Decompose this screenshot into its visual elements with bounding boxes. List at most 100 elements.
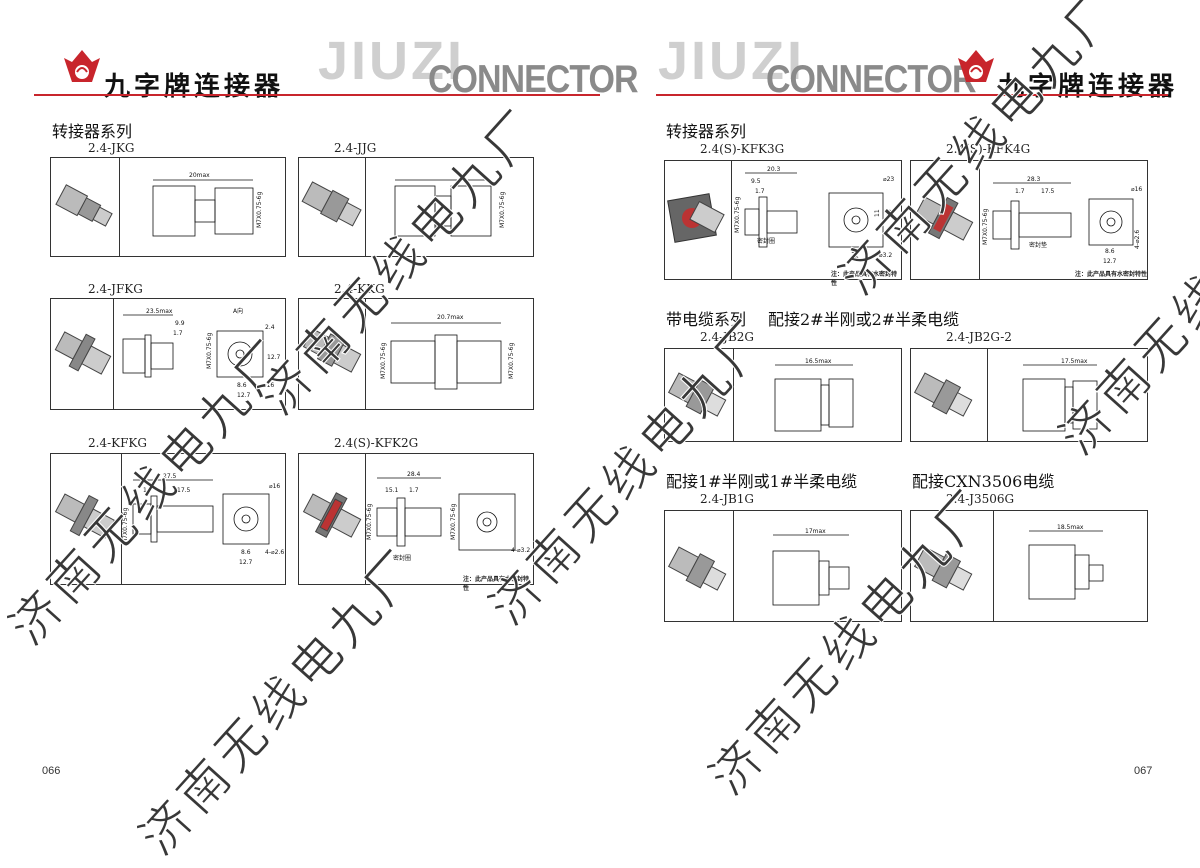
right-page: JIUZI CONNECTOR 九字牌连接器 转接器系列 2.4(S)-KFK3… [600, 0, 1200, 820]
dim-label: M7X0.75-6g [499, 192, 506, 228]
connector-photo: 28.3 1.7 17.5 ⌀16 M7X0.75-6g 8.6 12.7 4-… [914, 176, 1142, 265]
model-label: 2.4-JB2G-2 [946, 330, 1012, 344]
model-label: 2.4-JJG [334, 141, 377, 155]
brand-connector: CONNECTOR [428, 57, 638, 102]
brand-connector: CONNECTOR [766, 57, 976, 102]
dim-label: M7X0.75-6g [982, 209, 989, 245]
dim-label: 18 [886, 209, 893, 217]
connector-photo: M7X0.75-6g [301, 179, 506, 237]
product-panel: 28.4 15.1 1.7 M7X0.75-6g M7X0.75-6g 密封圈 … [298, 453, 534, 592]
dim-label: 4-⌀3.2 [873, 252, 892, 259]
product-panel: 17max [664, 510, 902, 622]
connector-photo: 20max M7X0.75-6g [55, 172, 263, 237]
dim-label: 20.3 [767, 166, 781, 173]
product-panel: 28.3 1.7 17.5 ⌀16 M7X0.75-6g 8.6 12.7 4-… [910, 160, 1148, 280]
dim-label: 28.4 [407, 471, 421, 478]
header-rule [656, 94, 1168, 96]
dim-label: M7X0.75-6g [450, 504, 457, 540]
dim-label: 20.7max [437, 314, 464, 321]
dim-label: 密封圈 [393, 554, 411, 562]
dim-label: 密封垫 [1029, 241, 1047, 249]
dim-label: 8.6 [237, 382, 247, 389]
dim-label: 17max [805, 528, 826, 535]
product-panel: M7X0.75-6g [298, 157, 534, 257]
product-panel: 20.7max M7X0.75-6g M7X0.75-6g [298, 298, 534, 410]
dim-label: 17.5max [1061, 358, 1088, 365]
model-label: 2.4(S)-KFK3G [700, 142, 785, 156]
header-rule [34, 94, 600, 96]
dim-label: M7X0.75-6g [734, 197, 741, 233]
brand-jiuzi: JIUZI [658, 31, 806, 91]
dim-label: 20max [189, 172, 210, 179]
model-label: 2.4-JB2G [700, 330, 754, 344]
connector-photo: 20.3 9.5 1.7 M7X0.75-6g ⌀23 11 18 11 18 … [667, 166, 894, 263]
product-panel: 17.5max [910, 348, 1148, 442]
model-label: 2.4-JKG [88, 141, 135, 155]
dim-label: M7X0.75-6g [380, 343, 387, 379]
product-panel: 18.5max [910, 510, 1148, 622]
dim-label: 17.5 [1041, 188, 1055, 195]
product-panel: 20.3 9.5 1.7 M7X0.75-6g ⌀23 11 18 11 18 … [664, 160, 902, 287]
dim-label: 8.6 [241, 549, 251, 556]
dim-label: 12.7 [1103, 258, 1117, 265]
dim-label: 18 [851, 256, 859, 263]
dim-label: 4-⌀2.6 [1134, 230, 1141, 249]
dim-label: 4-⌀3.2 [511, 547, 530, 554]
product-note: 注：此产品具有水密封特性 [463, 576, 530, 592]
brand-jiuzi: JIUZI [318, 31, 466, 91]
dim-label: 12.7 [239, 559, 253, 566]
dim-label: 1.7 [143, 487, 153, 494]
connector-photo: 28.4 15.1 1.7 M7X0.75-6g M7X0.75-6g 密封圈 … [302, 471, 530, 562]
dim-label: M7X0.75-6g [366, 504, 373, 540]
dim-label: 1.7 [1015, 188, 1025, 195]
section-cable: 带电缆系列 [666, 310, 747, 329]
model-label: 2.4-KFKG [88, 436, 147, 450]
page-number: 067 [1134, 765, 1153, 777]
connector-photo: 18.5max [913, 524, 1104, 600]
dim-label: 11 [851, 248, 859, 255]
dim-label: 2.4 [265, 324, 275, 331]
section-title: 转接器系列 [52, 122, 133, 141]
model-label: 2.4-J3506G [946, 492, 1015, 506]
jiuzi-logo-icon [64, 50, 100, 82]
brand-name: 九字牌连接器 [104, 72, 285, 102]
product-panel: 20max M7X0.75-6g [50, 157, 286, 257]
section-1: 配接1#半刚或1#半柔电缆 [666, 472, 858, 491]
product-note: 注：此产品具有水密封特性 [1075, 271, 1148, 278]
dim-label: M7X0.75-6g [206, 333, 213, 369]
dim-label: M7X0.75-6g [256, 192, 263, 228]
dim-label: 27.5 [163, 473, 177, 480]
dim-label: 16.5max [805, 358, 832, 365]
dim-label: ⌀16 [269, 483, 280, 490]
dim-label: 9.5 [751, 178, 761, 185]
section-cable-note: 配接2#半刚或2#半柔电缆 [768, 310, 960, 329]
product-panel: 23.5max 9.9 1.7 M7X0.75-6g 8.6 12.7 2.4 … [50, 298, 286, 410]
connector-photo: 23.5max 9.9 1.7 M7X0.75-6g 8.6 12.7 2.4 … [54, 307, 281, 399]
dim-label: 11 [874, 209, 881, 217]
model-label: 2.4-KKG [334, 282, 385, 296]
dim-label: 1.7 [755, 188, 765, 195]
connector-photo: 17max [667, 528, 850, 606]
page-number: 066 [42, 765, 61, 777]
dim-label: 15.1 [385, 487, 399, 494]
dim-label: M7X0.75-6g [508, 343, 515, 379]
dim-label: ⌀16 [263, 382, 274, 389]
dim-label: A向 [233, 307, 243, 315]
model-label: 2.4(S)-KFK4G [946, 142, 1031, 156]
dim-label: 1.7 [173, 330, 183, 337]
dim-label: 17.5 [177, 487, 191, 494]
dim-label: 28.3 [1027, 176, 1041, 183]
product-note: 注：此产品具有水密封特性 [831, 271, 898, 287]
dim-label: 1.7 [409, 487, 419, 494]
dim-label: ⌀16 [1131, 186, 1142, 193]
dim-label: ⌀23 [883, 176, 894, 183]
section-title: 转接器系列 [666, 122, 747, 141]
section-2: 配接CXN3506电缆 [912, 472, 1055, 491]
dim-label: 8.6 [1105, 248, 1115, 255]
dim-label: 9.9 [175, 320, 185, 327]
left-page: 九字牌连接器 JIUZI CONNECTOR 转接器系列 2.4-JKG 20m… [0, 0, 638, 820]
dim-label: 密封圈 [757, 237, 775, 245]
model-label: 2.4-JB1G [700, 492, 754, 506]
model-label: 2.4(S)-KFK2G [334, 436, 419, 450]
dim-label: 18.5max [1057, 524, 1084, 531]
